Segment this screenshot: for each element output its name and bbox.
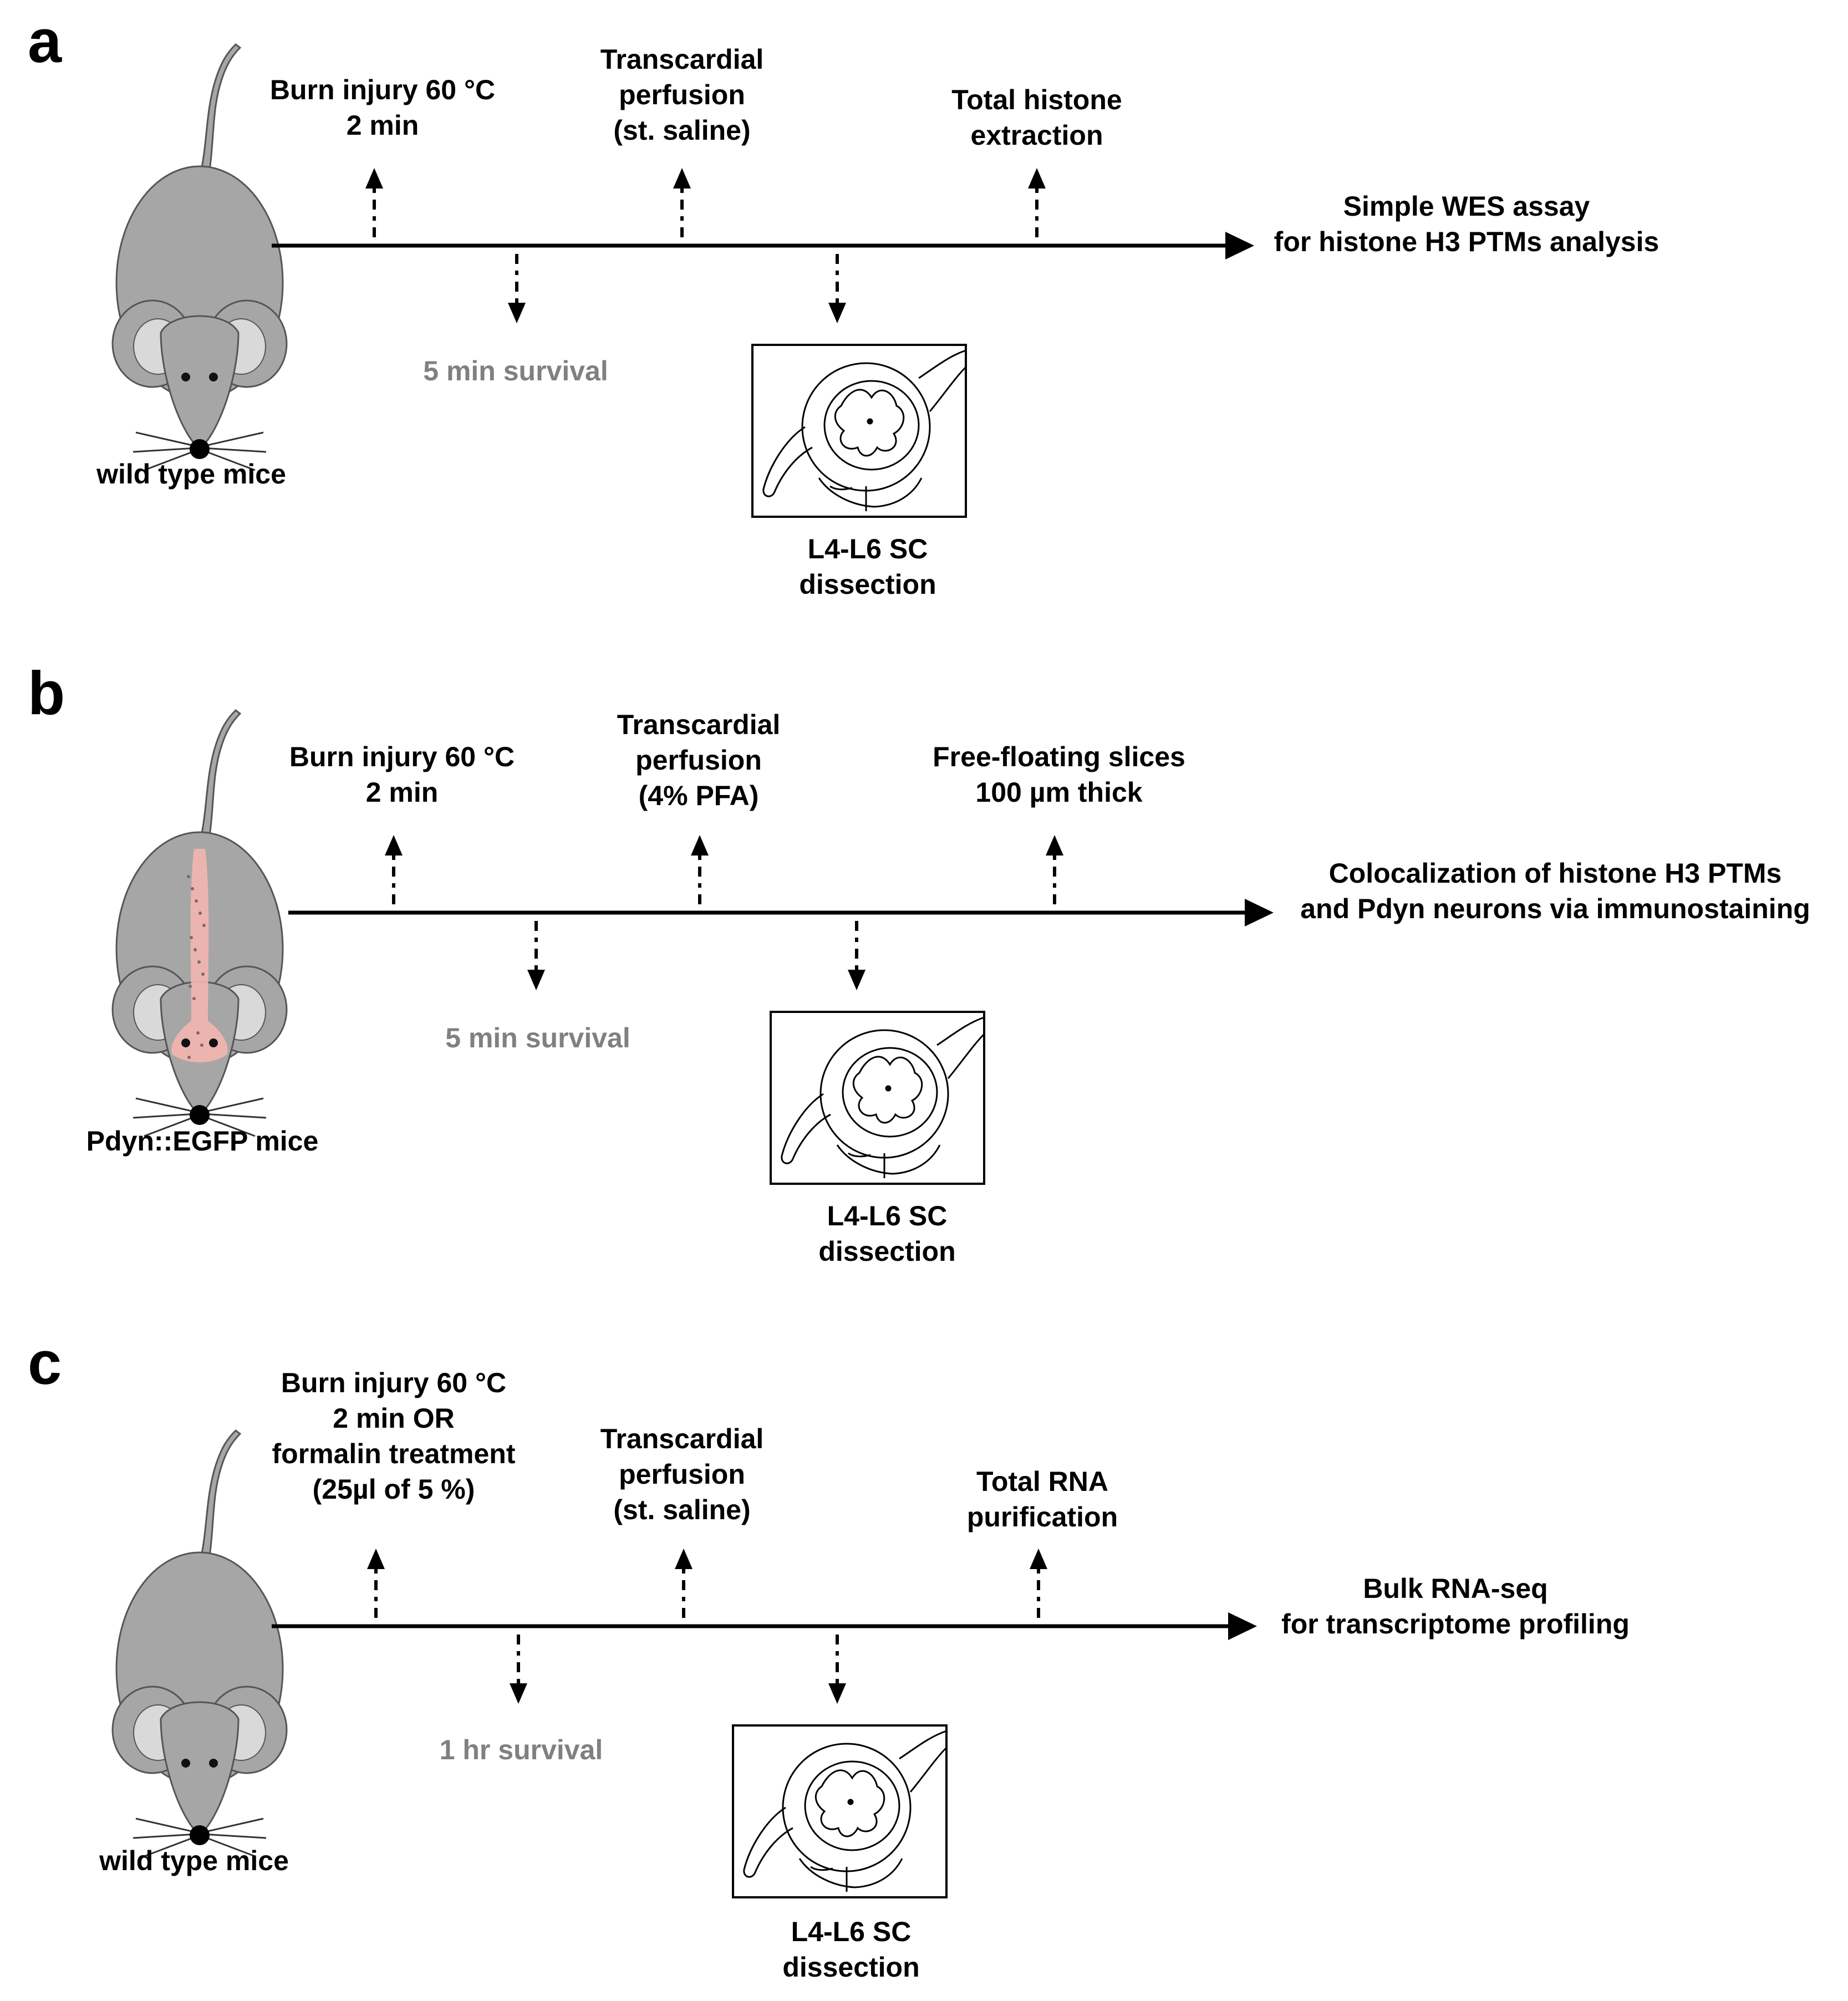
panel-a-graphics [111,43,1254,518]
arrow-down-icon [508,254,526,323]
dissection-label: L4-L6 SC dissection [818,1200,956,1267]
survival-label: 5 min survival [423,355,608,386]
step-slices: Free-floating slices 100 µm thick [933,741,1185,808]
arrow-up-icon [673,168,691,237]
dissection-label: L4-L6 SC dissection [782,1916,920,1983]
arrow-right-icon [1228,1612,1257,1640]
step-rna: Total RNA purification [966,1466,1118,1532]
mouse-icon [111,43,288,471]
spinal-cord-section-icon [751,344,967,518]
panel-a: a Burn injury 60 °C 2 min Transcardial p… [0,0,1848,667]
arrow-down-icon [527,921,545,990]
step-perfusion: Transcardial perfusion (st. saline) [600,1423,764,1525]
panel-c: c Burn injury 60 °C 2 min OR formalin tr… [0,1329,1848,2001]
mouse-label: wild type mice [99,1845,289,1876]
arrow-down-icon [510,1635,527,1704]
arrow-up-icon [365,168,383,237]
mouse-icon [111,709,288,1137]
panel-letter: a [28,7,62,75]
spinal-cord-section-icon [770,1011,985,1185]
step-burn-injury: Burn injury 60 °C 2 min [289,741,515,808]
timeline-axis [288,899,1274,926]
arrow-up-icon [1028,168,1046,237]
spinal-cord-section-icon [732,1724,948,1898]
timeline-axis [272,1612,1257,1640]
arrow-down-icon [828,254,846,323]
arrow-right-icon [1245,899,1274,926]
survival-label: 5 min survival [445,1022,630,1053]
panel-letter: b [28,659,65,727]
arrow-right-icon [1225,232,1254,259]
step-perfusion: Transcardial perfusion (st. saline) [600,44,764,146]
step-treatment: Burn injury 60 °C 2 min OR formalin trea… [272,1367,516,1505]
survival-label: 1 hr survival [439,1734,603,1765]
panel-c-graphics [111,1429,1257,1898]
arrow-up-icon [1046,835,1063,904]
panel-letter: c [28,1329,62,1397]
arrow-down-icon [828,1635,846,1704]
arrow-up-icon [367,1549,385,1618]
panel-b: b Burn injury 60 °C 2 min Transcardial p… [0,663,1848,1334]
arrow-up-icon [1030,1549,1047,1618]
panel-b-graphics [111,709,1274,1185]
arrow-up-icon [675,1549,693,1618]
mouse-label: wild type mice [96,459,286,490]
mouse-label: Pdyn::EGFP mice [86,1126,319,1157]
mouse-icon [111,1429,288,1857]
arrow-down-icon [848,921,866,990]
dissection-label: L4-L6 SC dissection [799,533,936,600]
arrow-up-icon [385,835,403,904]
step-burn-injury: Burn injury 60 °C 2 min [269,74,496,141]
endpoint-label: Colocalization of histone H3 PTMs and Pd… [1300,858,1810,924]
endpoint-label: Simple WES assay for histone H3 PTMs ana… [1274,191,1659,257]
step-extraction: Total histone extraction [951,84,1122,151]
step-perfusion: Transcardial perfusion (4% PFA) [617,709,781,811]
timeline-axis [272,232,1254,259]
endpoint-label: Bulk RNA-seq for transcriptome profiling [1281,1573,1630,1640]
arrow-up-icon [691,835,709,904]
